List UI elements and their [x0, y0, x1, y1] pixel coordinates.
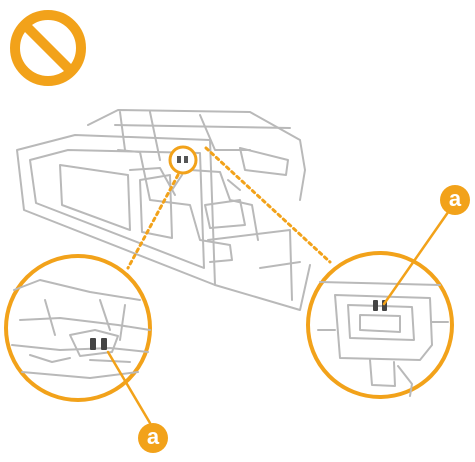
prohibition-icon	[15, 15, 81, 81]
callout-label-bottom: a	[138, 423, 168, 453]
zoom-circle-right	[308, 253, 452, 397]
highlight-circle	[170, 147, 196, 173]
zoom-circle-left	[6, 256, 150, 400]
callout-label-right: a	[440, 185, 470, 215]
